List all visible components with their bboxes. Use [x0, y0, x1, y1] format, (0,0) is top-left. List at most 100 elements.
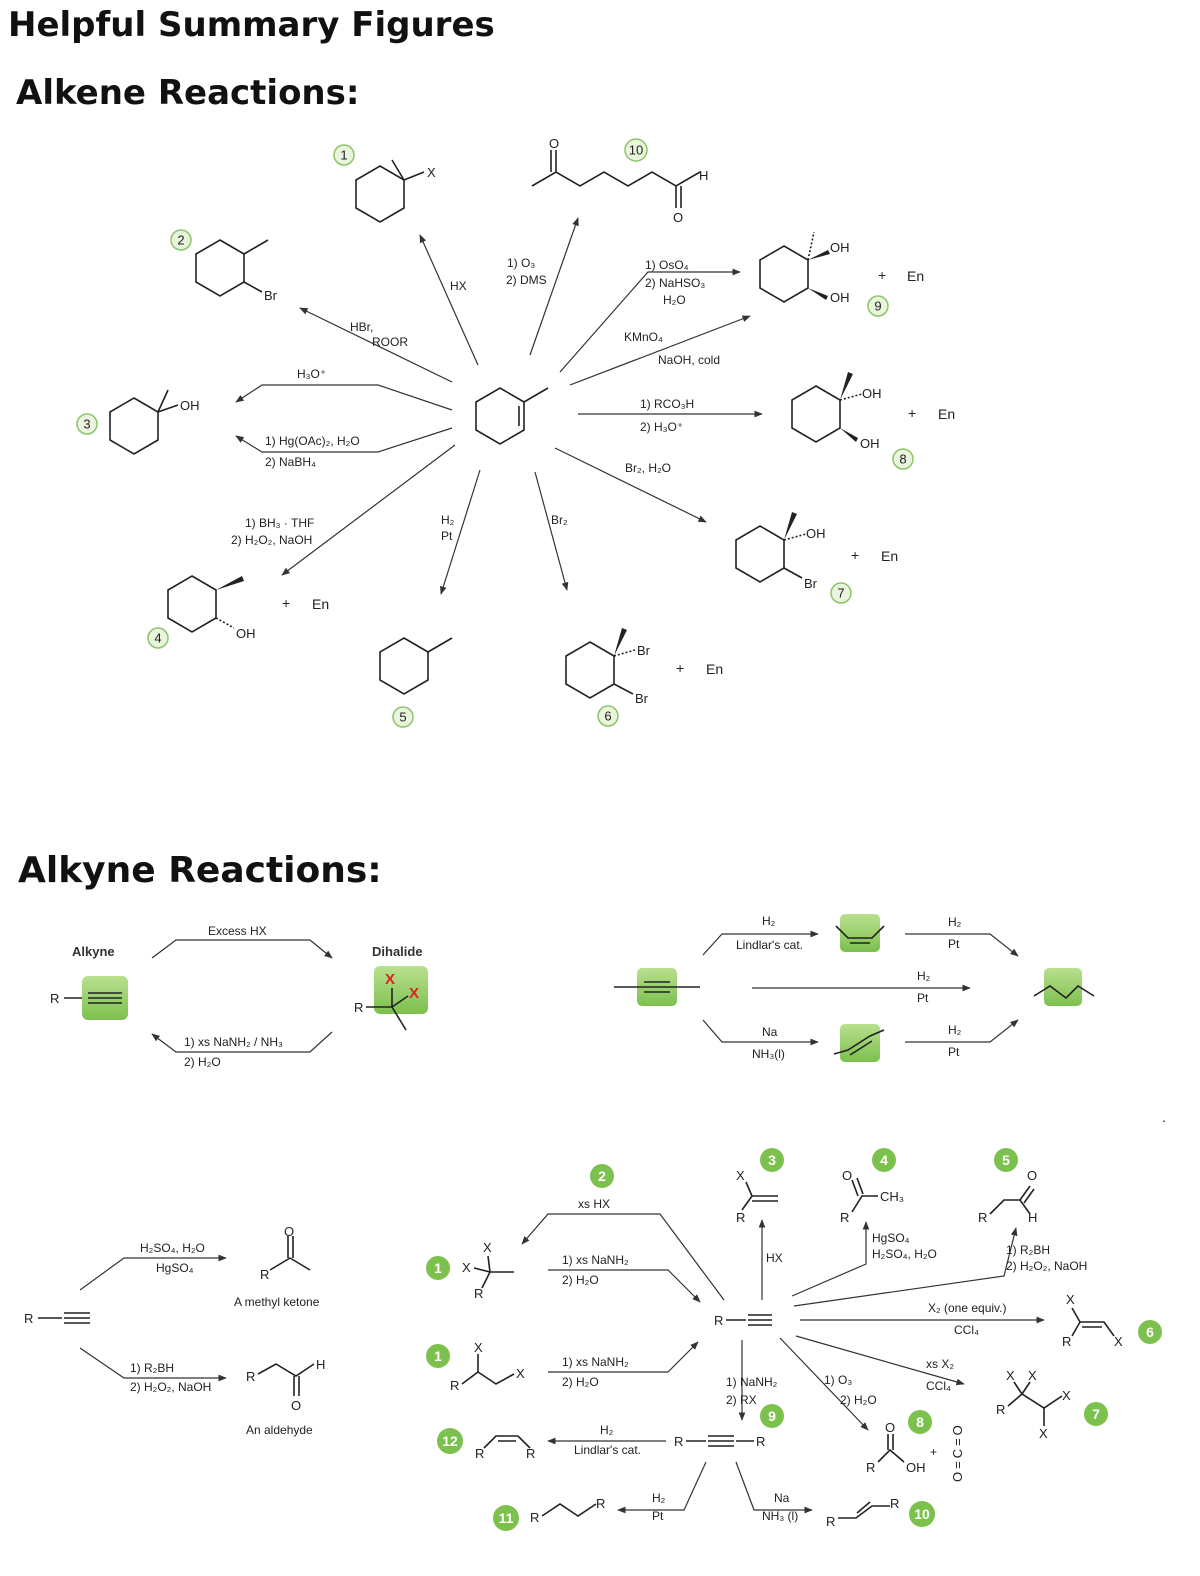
svg-text:R: R	[354, 1000, 363, 1015]
svg-text:Br: Br	[804, 576, 818, 591]
svg-text:2) H₂O: 2) H₂O	[184, 1055, 221, 1069]
svg-text:X: X	[427, 165, 436, 180]
svg-text:2) H₂O: 2) H₂O	[840, 1393, 877, 1407]
svg-text:5: 5	[399, 710, 406, 725]
svg-text:X: X	[1114, 1334, 1123, 1349]
svg-text:1) R₂BH: 1) R₂BH	[130, 1361, 174, 1375]
svg-text:xs X₂: xs X₂	[926, 1357, 954, 1371]
svg-text:1) R₂BH: 1) R₂BH	[1006, 1243, 1050, 1257]
svg-text:7: 7	[837, 586, 844, 601]
svg-text:CH₃: CH₃	[880, 1189, 904, 1204]
svg-text:En: En	[907, 268, 924, 284]
svg-text:Pt: Pt	[652, 1509, 664, 1523]
svg-text:NH₃ (l): NH₃ (l)	[762, 1509, 798, 1523]
svg-text:R: R	[450, 1378, 459, 1393]
stray-dot: .	[1162, 1109, 1166, 1125]
product-1: X	[355, 159, 436, 223]
svg-text:HgSO₄: HgSO₄	[156, 1261, 194, 1275]
label-naoh-cold: NaOH, cold	[658, 353, 720, 367]
alkyne-product-numbers: 2 1 1 3 4 5 6 7 8 9 10 11 12	[426, 1148, 1162, 1531]
svg-text:O: O	[673, 210, 683, 225]
svg-text:CCl₄: CCl₄	[926, 1379, 951, 1393]
svg-text:O=C=O: O=C=O	[950, 1422, 965, 1482]
svg-text:11: 11	[499, 1510, 514, 1526]
svg-text:Pt: Pt	[948, 937, 960, 951]
svg-text:7: 7	[1092, 1406, 1100, 1422]
svg-text:1: 1	[434, 1348, 442, 1364]
product-2: Br	[195, 239, 278, 303]
label-o3: 1) O₃	[507, 256, 535, 270]
product-3: OH	[109, 389, 200, 455]
svg-text:Pt: Pt	[948, 1045, 960, 1059]
svg-text:8: 8	[916, 1414, 924, 1430]
label-pt: Pt	[441, 529, 453, 543]
alkene-product-numbers: 1 2 3 4 5 6 7 8 9 10	[76, 138, 914, 728]
methylcyclohexene	[475, 387, 549, 445]
svg-text:3: 3	[83, 417, 90, 432]
svg-text:OH: OH	[860, 436, 880, 451]
svg-text:Excess HX: Excess HX	[208, 924, 267, 938]
label-nabh4: 2) NaBH₄	[265, 455, 316, 469]
label-h2o2: 2) H₂O₂, NaOH	[231, 533, 312, 547]
svg-text:12: 12	[442, 1433, 458, 1449]
label-rco3h: 1) RCO₃H	[640, 397, 694, 411]
svg-text:2) H₂O₂, NaOH: 2) H₂O₂, NaOH	[1006, 1259, 1087, 1273]
svg-text:4: 4	[880, 1152, 888, 1168]
label-hbr: HBr,	[350, 320, 373, 334]
svg-text:2) H₂O₂, NaOH: 2) H₂O₂, NaOH	[130, 1380, 211, 1394]
svg-text:OH: OH	[830, 240, 850, 255]
product-8: OH OH + En	[791, 372, 955, 451]
alkene-arrows	[235, 217, 763, 595]
svg-text:+: +	[878, 267, 886, 283]
svg-text:An aldehyde: An aldehyde	[246, 1423, 313, 1437]
svg-text:H: H	[1028, 1210, 1037, 1225]
svg-text:8: 8	[899, 452, 906, 467]
svg-text:2: 2	[598, 1168, 606, 1184]
svg-text:X: X	[736, 1168, 745, 1183]
svg-text:H₂: H₂	[948, 1023, 962, 1037]
svg-text:OH: OH	[180, 398, 200, 413]
svg-text:R: R	[978, 1210, 987, 1225]
alkyne-summary-scheme: R xs HX 1) xs NaNH₂ 2) H₂O X X R 1) xs N…	[450, 1168, 1123, 1529]
svg-text:X: X	[1039, 1426, 1048, 1441]
svg-text:CCl₄: CCl₄	[954, 1323, 979, 1337]
svg-text:X: X	[1062, 1388, 1071, 1403]
svg-text:H₂SO₄, H₂O: H₂SO₄, H₂O	[872, 1247, 937, 1261]
svg-text:Lindlar's cat.: Lindlar's cat.	[736, 938, 803, 952]
label-bh3: 1) BH₃ · THF	[245, 516, 314, 530]
product-9: OH OH + En	[759, 231, 924, 305]
svg-text:Dihalide: Dihalide	[372, 944, 423, 959]
svg-text:R: R	[530, 1510, 539, 1525]
label-nahso3: 2) NaHSO₃	[645, 276, 705, 290]
main-title: Helpful Summary Figures	[8, 5, 495, 45]
svg-text:En: En	[881, 548, 898, 564]
label-roor: ROOR	[372, 335, 408, 349]
svg-text:H₂: H₂	[600, 1423, 614, 1437]
svg-text:Na: Na	[774, 1491, 790, 1505]
svg-text:OH: OH	[236, 626, 256, 641]
alkyne-dihalide-scheme: Alkyne Dihalide R Excess HX 1) xs NaNH₂ …	[50, 924, 428, 1069]
label-kmno4: KMnO₄	[624, 330, 663, 344]
svg-text:X: X	[385, 971, 395, 988]
label-h3o-2: 2) H₃O⁺	[640, 420, 683, 434]
svg-text:R: R	[866, 1460, 875, 1475]
svg-text:Br: Br	[637, 643, 651, 658]
product-6: Br Br + En	[565, 628, 723, 706]
svg-text:+: +	[908, 405, 916, 421]
svg-text:+: +	[930, 1445, 937, 1459]
label-dms: 2) DMS	[506, 273, 547, 287]
svg-text:9: 9	[874, 299, 881, 314]
label-br2-h2o: Br₂, H₂O	[625, 461, 671, 475]
svg-text:H₂SO₄, H₂O: H₂SO₄, H₂O	[140, 1241, 205, 1255]
svg-text:R: R	[260, 1267, 269, 1282]
alkene-title: Alkene Reactions:	[16, 73, 359, 113]
svg-text:X: X	[516, 1366, 525, 1381]
svg-text:10: 10	[629, 143, 643, 158]
svg-text:X: X	[409, 985, 419, 1002]
svg-text:O: O	[284, 1224, 294, 1239]
label-hx: HX	[450, 279, 467, 293]
svg-text:R: R	[50, 991, 59, 1006]
svg-text:OH: OH	[862, 386, 882, 401]
svg-text:H₂: H₂	[917, 969, 931, 983]
